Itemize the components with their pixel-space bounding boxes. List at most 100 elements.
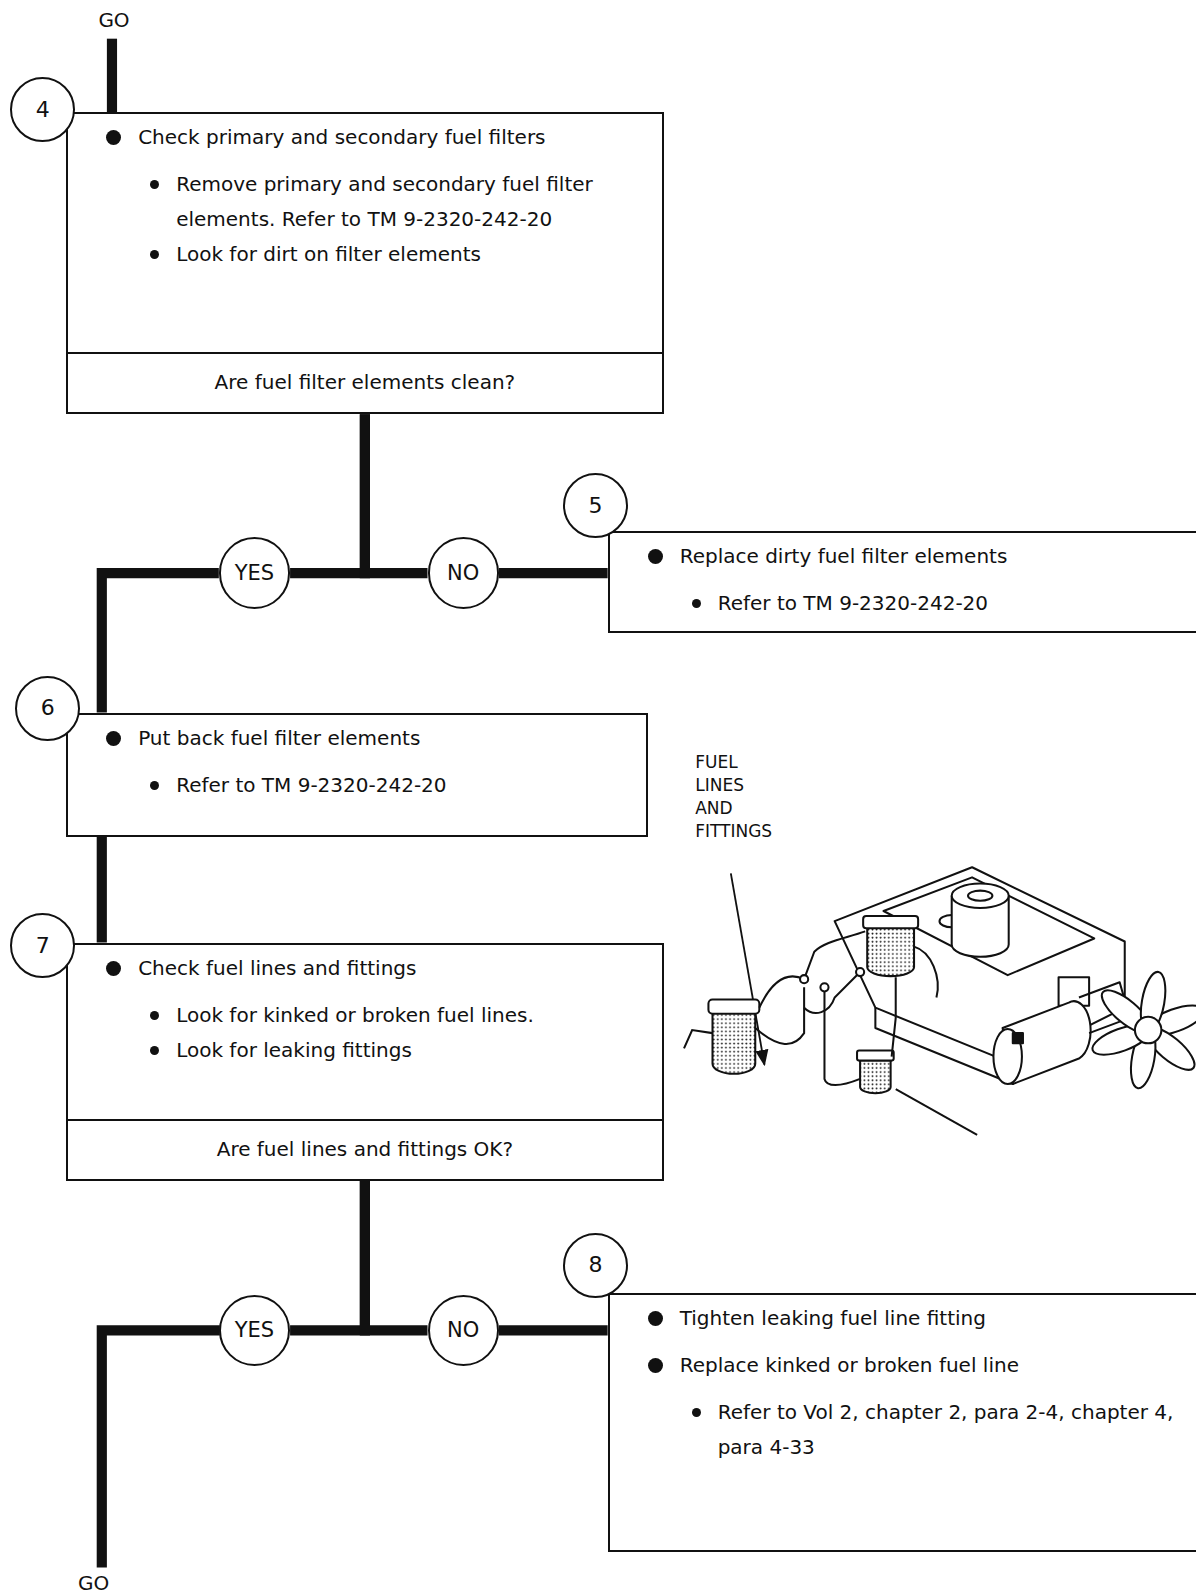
process-box: Put back fuel filter elementsRefer to TM…	[66, 713, 648, 837]
wire	[684, 1030, 713, 1048]
flow-line	[97, 837, 107, 943]
process-box: Replace dirty fuel filter elementsRefer …	[608, 531, 1196, 633]
step-text: Replace dirty fuel filter elements	[680, 539, 1177, 574]
step-text: Check fuel lines and fittings	[138, 951, 647, 986]
fan-hub	[1135, 1017, 1161, 1043]
question-text: Are fuel lines and fittings OK?	[76, 1132, 653, 1167]
filter-head	[708, 1000, 759, 1014]
part-label: FUEL LINES AND FITTINGS	[695, 751, 772, 843]
fuel-line	[892, 977, 896, 1056]
bullet-dot	[648, 549, 663, 564]
step-number-circle: 6	[15, 676, 80, 741]
bullet-dot	[106, 130, 121, 145]
text-row: Check primary and secondary fuel filters	[68, 120, 661, 155]
bullet-dot	[150, 180, 159, 189]
bullet-dot	[106, 731, 121, 746]
detail-text: Refer to TM 9-2320-242-20	[718, 586, 1177, 621]
callout-number: 8	[588, 1254, 602, 1276]
bullet-dot	[150, 781, 159, 790]
bullet-dot	[648, 1311, 663, 1326]
callout-number: 7	[36, 935, 50, 957]
callout-number: 5	[588, 495, 602, 517]
detail-text: Refer to TM 9-2320-242-20	[176, 768, 632, 803]
detail-text: Remove primary and secondary fuel filter…	[176, 167, 647, 237]
go-label: GO	[98, 10, 129, 30]
decision-circle: NO	[428, 537, 499, 608]
text-row: Replace kinked or broken fuel line	[610, 1348, 1196, 1383]
fuel-strainer	[860, 1059, 891, 1094]
step-text: Replace kinked or broken fuel line	[680, 1348, 1177, 1383]
question-row: Are fuel filter elements clean?	[68, 352, 661, 412]
fuel-line	[804, 972, 860, 1013]
bullet-dot	[648, 1358, 663, 1373]
fitting	[856, 968, 864, 976]
flow-line	[365, 1181, 428, 1331]
text-row: Tighten leaking fuel line fitting	[610, 1301, 1196, 1336]
decision-text: YES	[235, 1320, 274, 1341]
decision-circle: YES	[219, 1295, 290, 1366]
decision-circle: YES	[219, 537, 290, 608]
step-number-circle: 5	[563, 473, 628, 538]
flow-line	[499, 1325, 608, 1335]
flow-line	[290, 414, 365, 573]
fitting	[820, 983, 828, 991]
detail-text: Look for dirt on filter elements	[176, 237, 647, 272]
go-line	[107, 39, 117, 114]
fuel-line	[914, 947, 938, 998]
step-number-circle: 7	[10, 913, 75, 978]
fuel-line	[896, 1089, 977, 1135]
text-row: Check fuel lines and fittings	[68, 951, 661, 986]
callout-number: 4	[36, 99, 50, 121]
go-line	[102, 1330, 220, 1567]
bullet-dot	[150, 1046, 159, 1055]
secondary-filter	[867, 926, 914, 976]
text-row: Refer to TM 9-2320-242-20	[610, 586, 1196, 621]
text-row: Look for leaking fittings	[68, 1033, 661, 1068]
step-text: Check primary and secondary fuel filters	[138, 120, 647, 155]
text-row: Remove primary and secondary fuel filter…	[68, 167, 661, 237]
text-row: Replace dirty fuel filter elements	[610, 539, 1196, 574]
detail-text: Look for leaking fittings	[176, 1033, 647, 1068]
air-cleaner-nut	[968, 891, 992, 901]
flow-line	[499, 568, 608, 578]
bullet-dot	[692, 1408, 701, 1417]
fuel-line	[824, 987, 860, 1085]
flow-line	[102, 573, 219, 712]
flow-line	[290, 1181, 365, 1331]
decision-text: NO	[447, 563, 479, 584]
decision-circle: NO	[428, 1295, 499, 1366]
question-text: Are fuel filter elements clean?	[76, 365, 653, 400]
text-row: Refer to TM 9-2320-242-20	[68, 768, 646, 803]
text-row: Look for kinked or broken fuel lines.	[68, 998, 661, 1033]
filter-head	[863, 916, 918, 928]
fitting	[800, 975, 808, 983]
air-cleaner-top	[952, 884, 1009, 908]
fuel-line	[759, 931, 865, 1007]
text-row: Look for dirt on filter elements	[68, 237, 661, 272]
bullet-dot	[692, 599, 701, 608]
fuel-system	[684, 916, 977, 1135]
question-row: Are fuel lines and fittings OK?	[68, 1119, 661, 1179]
text-row: Put back fuel filter elements	[68, 721, 646, 756]
process-box: Check primary and secondary fuel filters…	[66, 112, 663, 414]
flow-line	[365, 414, 428, 573]
detail-text: Refer to Vol 2, chapter 2, para 2-4, cha…	[718, 1395, 1177, 1465]
process-box: Check fuel lines and fittingsLook for ki…	[66, 943, 663, 1181]
alternator-terminal	[1013, 1033, 1023, 1043]
step-text: Tighten leaking fuel line fitting	[680, 1301, 1177, 1336]
bullet-dot	[150, 250, 159, 259]
step-text: Put back fuel filter elements	[138, 721, 632, 756]
go-label: GO	[78, 1573, 109, 1593]
detail-text: Look for kinked or broken fuel lines.	[176, 998, 647, 1033]
bullet-dot	[106, 961, 121, 976]
fan	[1089, 970, 1196, 1090]
decision-text: YES	[235, 563, 274, 584]
step-number-circle: 8	[563, 1233, 628, 1298]
primary-filter	[713, 1013, 756, 1074]
bullet-dot	[150, 1011, 159, 1020]
decision-text: NO	[447, 1320, 479, 1341]
engine-illustration	[835, 867, 1130, 1084]
filter-head	[857, 1050, 894, 1060]
process-box: Tighten leaking fuel line fittingReplace…	[608, 1293, 1196, 1553]
